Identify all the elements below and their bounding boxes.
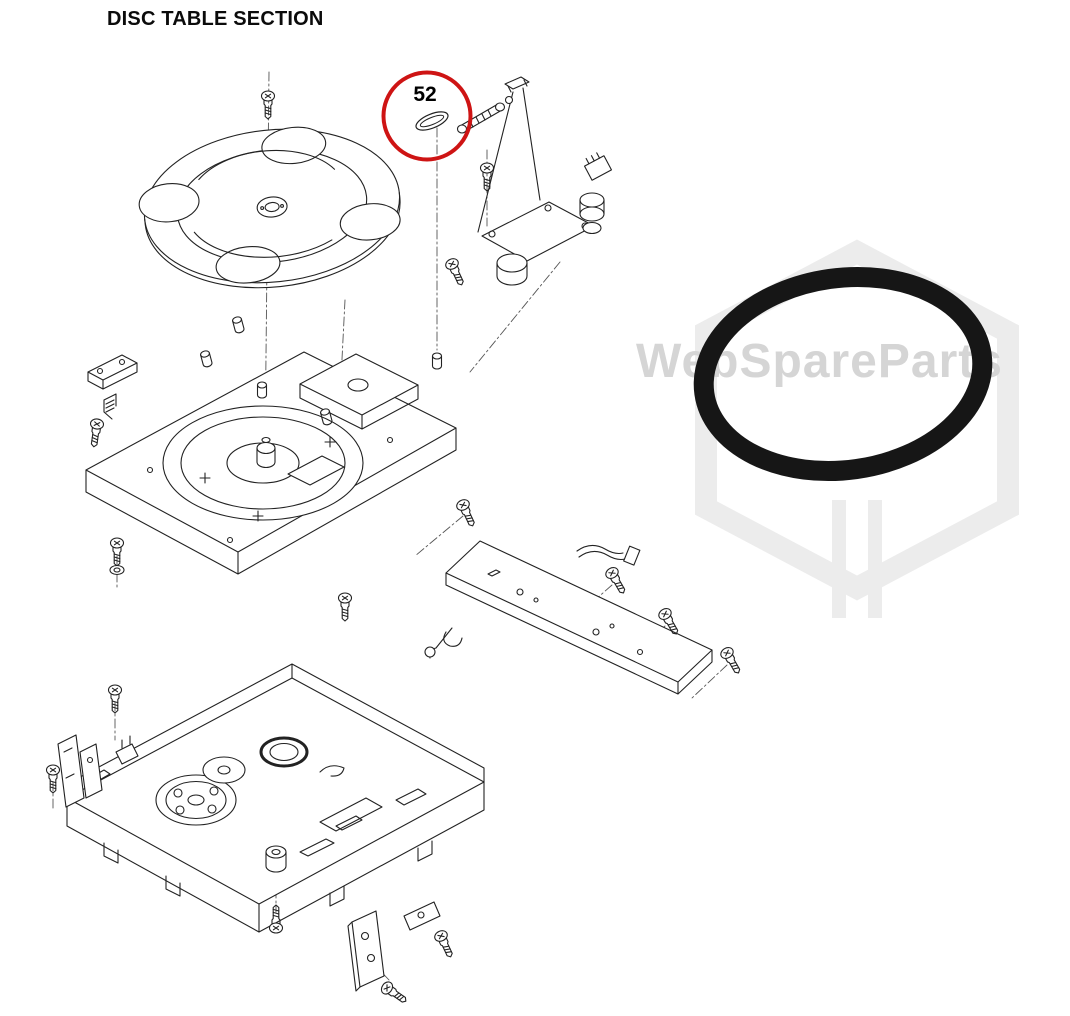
watermark-text: WebSpareParts: [636, 335, 1003, 388]
connector-cable: [576, 544, 626, 561]
middle-chassis: [85, 351, 457, 575]
pin-icon: [431, 352, 443, 370]
washer-icon: [109, 564, 125, 576]
bottom-left-brackets: [57, 734, 139, 808]
leader-line: [522, 87, 541, 201]
screw-icon: [260, 90, 276, 120]
rear-bracket-panel: [424, 540, 713, 695]
bottom-center-brackets: [347, 901, 441, 992]
bottom-chassis: [66, 663, 485, 933]
drive-belt-large: [693, 266, 993, 482]
pin-icon: [199, 349, 214, 369]
screw-icon: [378, 979, 411, 1008]
screw-icon: [603, 564, 630, 597]
motor-connector: [583, 152, 613, 181]
screw-icon: [454, 497, 480, 530]
callout-circle: [381, 70, 473, 162]
page-title: DISC TABLE SECTION: [107, 8, 324, 30]
part-52-callout: 52: [381, 70, 473, 162]
callout-part-number: 52: [413, 83, 436, 106]
top-clip: [504, 76, 530, 93]
screw-icon: [86, 417, 105, 449]
cable-plug: [623, 545, 641, 566]
screw-icon: [718, 644, 745, 677]
motor-assembly: [481, 152, 613, 286]
disc-table-platter: [138, 126, 401, 289]
left-clip-bracket: [87, 354, 138, 420]
part-52-belt: [415, 111, 449, 131]
pin-icon: [231, 315, 246, 335]
exploded-diagram: [45, 71, 745, 1008]
screw-icon: [337, 592, 353, 622]
drive-belt-ring: [693, 266, 993, 482]
screw-icon: [443, 256, 469, 289]
watermark-shield: [695, 239, 1019, 618]
screw-icon: [432, 928, 458, 961]
leader-line: [477, 91, 514, 233]
